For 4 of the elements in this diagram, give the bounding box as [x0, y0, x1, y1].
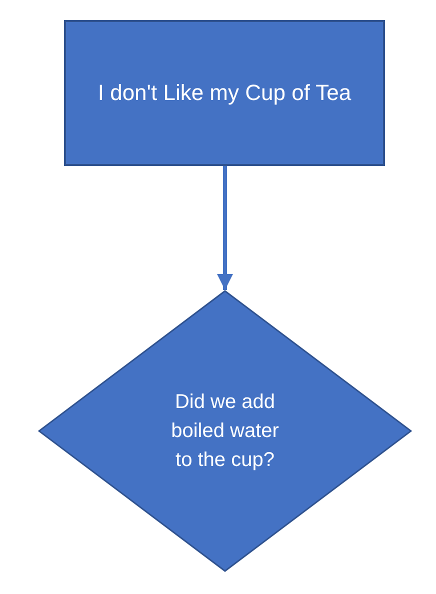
decision-text: Did we add boiled water to the cup? [170, 390, 280, 472]
process-text: I don't Like my Cup of Tea [98, 79, 352, 107]
arrow [217, 166, 233, 290]
process-box [64, 20, 385, 166]
